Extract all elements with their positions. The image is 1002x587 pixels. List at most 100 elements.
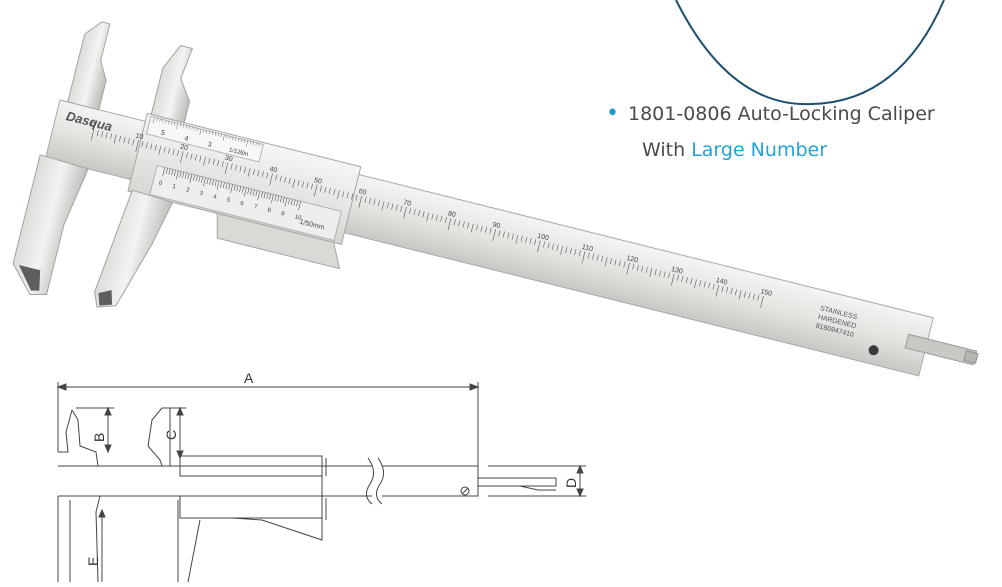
main-scale-tick	[721, 285, 724, 292]
vernier-tick	[214, 180, 217, 187]
main-scale-tick	[537, 240, 541, 253]
main-scale-tick	[485, 226, 488, 233]
thumb-roller	[216, 212, 341, 270]
main-scale-tick	[190, 153, 193, 160]
main-scale-tick	[368, 198, 371, 204]
main-scale-tick	[703, 281, 706, 288]
main-scale-tick	[659, 270, 662, 277]
main-scale-number: 110	[581, 244, 594, 254]
main-scale-tick	[96, 130, 99, 137]
main-scale-tick	[243, 166, 247, 173]
main-scale-number: 90	[492, 221, 501, 230]
main-scale-tick	[578, 250, 581, 257]
main-scale-tick	[177, 150, 180, 157]
vernier-tick	[209, 178, 212, 185]
product-feature-list: • 1801-0806 Auto-Locking Caliper With La…	[606, 96, 984, 168]
main-scale-tick	[671, 273, 675, 286]
main-scale-tick	[284, 176, 287, 183]
main-scale-tick	[212, 159, 215, 166]
inch-scale-tick	[226, 135, 228, 139]
decorative-circle-arc	[675, 0, 945, 106]
main-scale-tick	[239, 165, 242, 172]
main-scale-number: 80	[447, 210, 456, 219]
main-scale-tick	[217, 160, 220, 167]
vernier-tick	[203, 177, 206, 187]
inch-scale-tick	[152, 117, 155, 124]
main-scale-tick	[604, 256, 608, 266]
vernier-tick	[239, 186, 242, 193]
main-scale-tick	[230, 163, 233, 170]
main-scale-tick	[551, 243, 554, 250]
vernier-number: 6	[240, 201, 245, 208]
main-scale-tick	[515, 234, 519, 244]
main-scale-tick	[560, 245, 563, 255]
main-scale-tick	[614, 259, 617, 266]
inch-number: 4	[183, 135, 189, 143]
inch-scale-tick	[206, 130, 208, 134]
main-scale-tick	[381, 201, 385, 211]
main-scale-tick	[275, 174, 278, 181]
inch-scale-tick	[197, 128, 199, 132]
main-scale-tick	[574, 249, 577, 256]
inch-scale-tick	[188, 126, 190, 130]
main-scale-number: 30	[224, 155, 233, 164]
main-scale-tick	[534, 239, 537, 246]
main-scale-tick	[141, 141, 144, 148]
main-scale-tick	[168, 147, 171, 154]
vernier-tick	[220, 181, 223, 188]
main-scale-tick	[431, 213, 434, 220]
vernier-tick	[243, 187, 247, 197]
vernier-tick	[236, 185, 239, 192]
vernier-tick	[173, 169, 176, 176]
inch-scale-tick	[168, 120, 170, 125]
main-scale-tick	[123, 136, 126, 143]
main-scale-number: 0	[90, 121, 96, 129]
inch-scale-tick	[179, 123, 182, 127]
beam-screw	[868, 345, 879, 356]
main-scale-tick	[632, 263, 635, 270]
vernier-tick	[250, 188, 253, 195]
inch-scale-window	[145, 115, 264, 163]
vernier-number: 9	[280, 211, 285, 218]
vernier-tick	[228, 183, 231, 190]
lower-fixed-jaw	[12, 154, 89, 296]
main-scale-tick	[654, 269, 657, 276]
inch-scale-tick	[162, 119, 164, 123]
main-scale-tick	[328, 187, 331, 194]
inch-number: 5	[160, 130, 166, 138]
vernier-tick	[189, 174, 193, 183]
vernier-tick	[192, 174, 195, 181]
main-scale-tick	[694, 279, 697, 289]
main-scale-tick	[172, 149, 175, 156]
main-scale-tick	[342, 191, 345, 198]
main-scale-tick	[180, 151, 184, 164]
inch-scale-tick	[156, 118, 158, 122]
main-scale-tick	[757, 294, 760, 301]
inch-scale-tick	[194, 127, 196, 131]
main-scale-tick	[623, 261, 626, 268]
caliper-photo: 5 4 3 1/128in Dasqua 0102030405060708090…	[12, 21, 979, 377]
vernier-tick	[198, 176, 201, 183]
vernier-ticks	[162, 167, 301, 211]
inch-scale-tick	[214, 132, 216, 136]
vernier-tick	[296, 200, 299, 207]
product-code-name: 1801-0806 Auto-Locking Caliper	[628, 103, 935, 125]
vernier-tick	[288, 198, 291, 205]
main-scale-number: 20	[179, 144, 188, 153]
main-scale-tick	[676, 274, 679, 281]
vernier-tick	[284, 197, 288, 207]
inch-scale-tick	[220, 134, 222, 138]
main-scale-tick	[418, 210, 421, 217]
main-scale-tick	[645, 267, 648, 273]
main-scale-tick	[154, 144, 157, 151]
vernier-tick	[260, 191, 263, 198]
vernier-tick	[162, 167, 166, 177]
main-scale-tick	[319, 185, 322, 192]
main-scale-number: 60	[358, 188, 367, 197]
main-scale-number: 70	[403, 199, 412, 208]
main-scale-tick	[110, 133, 113, 140]
main-scale-tick	[199, 155, 202, 162]
main-scale-tick	[413, 209, 416, 216]
